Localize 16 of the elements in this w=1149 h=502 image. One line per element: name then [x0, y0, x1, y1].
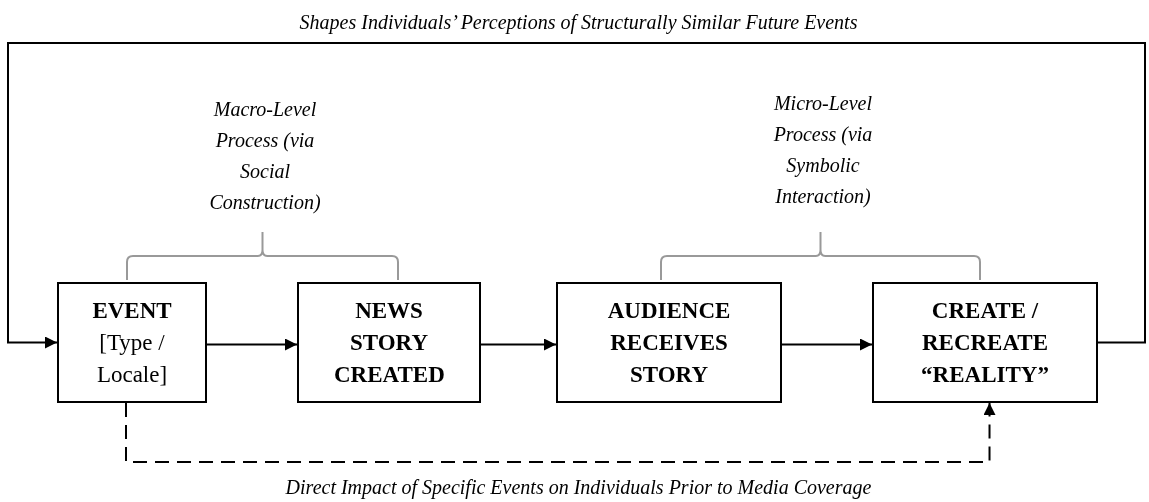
process-box: [297, 282, 481, 403]
arrow: [206, 338, 298, 351]
process-note: Micro-Level Process (via Symbolic Interaction): [772, 91, 874, 210]
process-box: [556, 282, 782, 403]
arrow: [781, 338, 873, 351]
process-note: Macro-Level Process (via Social Construction): [208, 97, 322, 216]
box-heading: AUDIENCE RECEIVES STORY: [606, 296, 732, 389]
process-box: [57, 282, 207, 403]
arrow: [125, 402, 996, 463]
arrow: [7, 42, 1146, 349]
process-box: [872, 282, 1098, 403]
box-heading: CREATE / RECREATE “REALITY”: [920, 296, 1050, 389]
box-heading: EVENT: [92, 296, 172, 325]
box-text: [Type / Locale]: [95, 328, 169, 389]
arrow: [480, 338, 557, 351]
box-heading: NEWS STORY CREATED: [334, 296, 444, 389]
